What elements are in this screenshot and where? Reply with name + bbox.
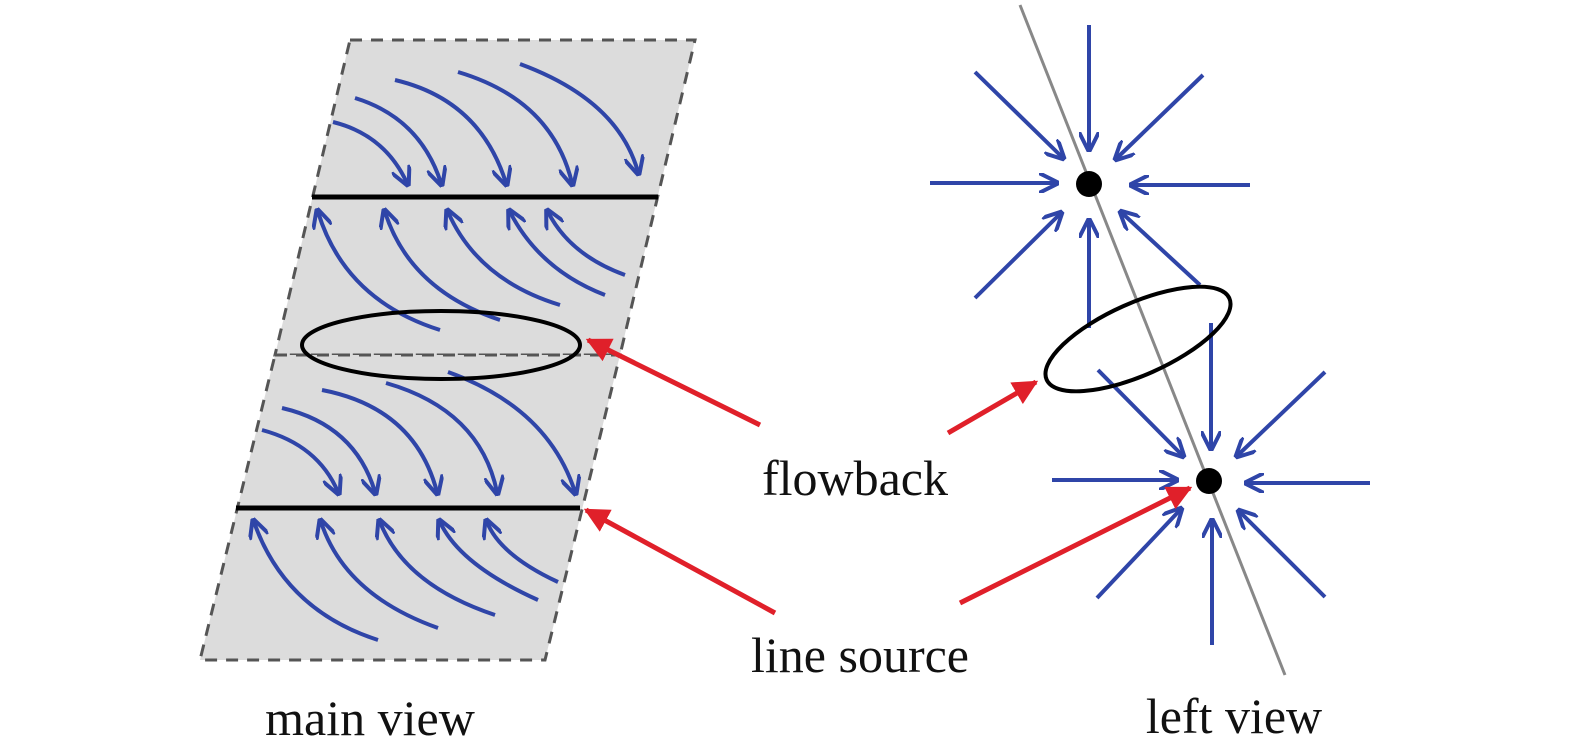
- arrow-icon: [1117, 73, 1205, 158]
- left-view-flowback-ellipse: [1043, 284, 1233, 394]
- arrow-icon: [385, 381, 497, 492]
- arrow-icon: [1122, 213, 1202, 287]
- arrow-icon: [1240, 512, 1327, 599]
- arrow-icon: [487, 522, 559, 584]
- arrow-icon: [281, 406, 375, 492]
- arrow-icon: [332, 120, 407, 183]
- arrow-icon: [321, 388, 437, 492]
- arrow-icon: [321, 522, 439, 630]
- arrow-icon: [519, 62, 638, 172]
- arrow-icon: [261, 428, 338, 492]
- lower-upward-flow-arrows: [254, 522, 559, 642]
- line-source-label: line source: [751, 627, 969, 683]
- lower-source-point: [1196, 468, 1222, 494]
- line-source-pointer-main: [583, 507, 777, 616]
- flowback-pointer-left: [946, 379, 1039, 436]
- main-view: main view: [198, 38, 697, 746]
- arrow-icon: [447, 370, 575, 492]
- lower-downward-flow-arrows: [261, 370, 575, 492]
- arrow-icon: [440, 522, 539, 602]
- arrow-icon: [548, 212, 626, 277]
- arrow-icon: [457, 70, 572, 183]
- callouts: flowback line source: [583, 337, 1193, 683]
- line-source-pointer-left: [958, 485, 1193, 606]
- arrow-icon: [318, 212, 441, 332]
- main-view-flowback-ellipse: [300, 309, 582, 381]
- upper-converging-arrows: [930, 25, 1250, 328]
- arrow-icon: [448, 212, 561, 307]
- left-view-label: left view: [1146, 688, 1322, 744]
- flowback-label: flowback: [762, 450, 948, 506]
- arrow-icon: [1095, 510, 1180, 600]
- arrow-icon: [973, 70, 1062, 157]
- upper-downward-flow-arrows: [332, 62, 638, 183]
- arrow-icon: [1238, 370, 1327, 455]
- wellbore-line: [1018, 4, 1287, 676]
- main-view-label: main view: [265, 690, 475, 746]
- arrow-icon: [380, 522, 496, 617]
- flowback-pointer-main: [585, 337, 762, 428]
- left-view: left view: [930, 4, 1370, 744]
- lower-converging-arrows: [1052, 323, 1370, 645]
- arrow-icon: [510, 212, 606, 297]
- arrow-icon: [1096, 368, 1182, 455]
- red-pointer-arrows: [583, 337, 1193, 616]
- arrow-icon: [354, 96, 441, 183]
- arrow-icon: [973, 214, 1060, 300]
- upper-source-point: [1076, 171, 1102, 197]
- arrow-icon: [394, 78, 506, 183]
- arrow-icon: [254, 522, 379, 642]
